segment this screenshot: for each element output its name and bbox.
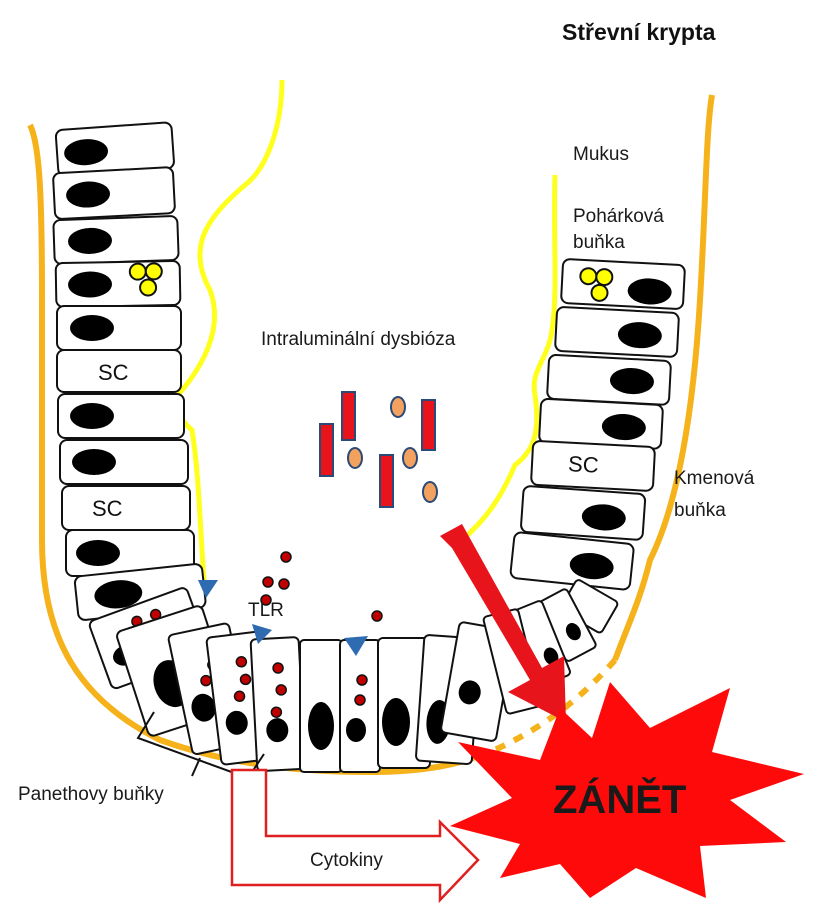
dysbiotic-bacteria xyxy=(320,392,437,507)
goblet-cell-label-line2: buňka xyxy=(573,232,625,253)
stem-cell-left-2 xyxy=(62,486,190,530)
paneth-cells-label: Panethovy buňky xyxy=(18,784,164,805)
left-crypt-wall: SC SC xyxy=(53,122,206,620)
goblet-cell-label-line1: Pohárková xyxy=(573,206,664,227)
cytokines-label: Cytokiny xyxy=(310,850,383,871)
tlr-label: TLR xyxy=(248,600,284,621)
inflammation-label: ZÁNĚT xyxy=(553,776,686,822)
diagram-title: Střevní krypta xyxy=(562,19,716,45)
stem-cell-tag: SC xyxy=(98,360,129,385)
stem-cell-label-line1: Kmenová xyxy=(674,468,755,489)
mucus-label: Mukus xyxy=(573,144,629,165)
stem-cell-tag: SC xyxy=(92,496,123,521)
cytokine-arrow-icon xyxy=(232,770,478,900)
dysbiosis-label: Intraluminální dysbióza xyxy=(261,329,456,350)
stem-cell-tag: SC xyxy=(567,451,599,478)
stem-cell-label-line2: buňka xyxy=(674,500,726,521)
